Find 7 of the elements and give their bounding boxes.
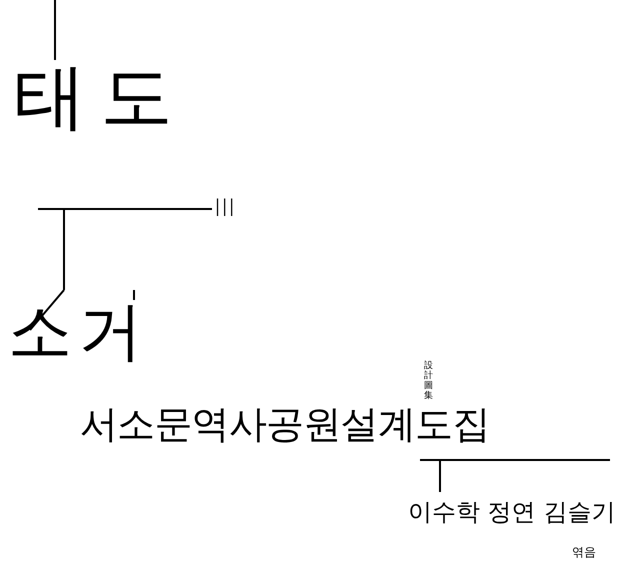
- editor-note: 엮음: [572, 546, 596, 558]
- hanja-text: 設計圖集: [424, 362, 434, 402]
- author-text: 이수학 정연 김슬기: [408, 500, 616, 524]
- title-text: 소거: [8, 300, 149, 364]
- title-text: 태도: [14, 60, 187, 132]
- subtitle-text: 서소문역사공원설계도집: [80, 405, 490, 443]
- volume-number: III: [214, 196, 236, 220]
